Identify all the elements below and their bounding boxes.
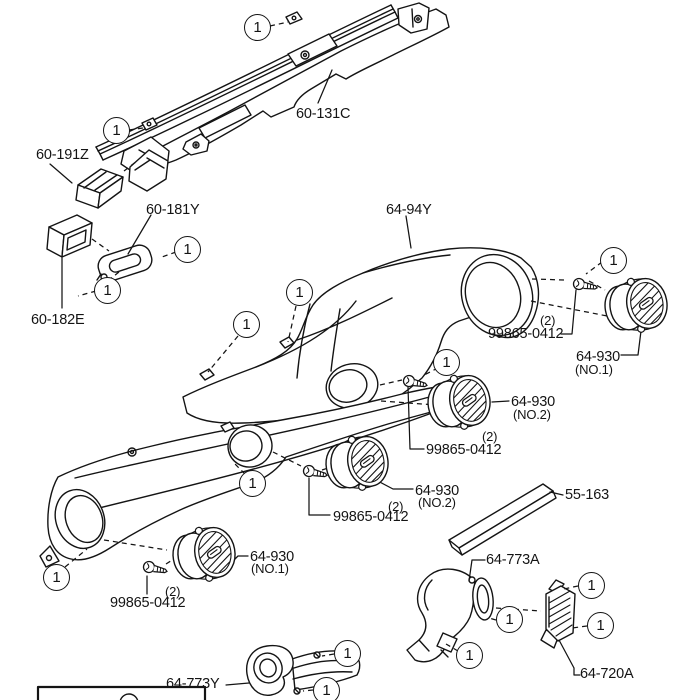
callout-number: 1 <box>596 617 605 634</box>
part-label-60-182e: 60-182E <box>31 312 85 328</box>
callout-number: 1 <box>112 122 121 139</box>
part-label-64-930-lower: 64-930 <box>415 483 459 499</box>
part-label-60-191z: 60-191Z <box>36 147 89 163</box>
screw-icon <box>301 463 329 481</box>
part-label-99865-0412-mid: 99865-0412 <box>426 442 502 458</box>
louver-vent-no2-upper <box>424 369 499 435</box>
louver-vent-no1-right <box>601 272 676 338</box>
qty-label: (2) <box>540 313 556 328</box>
fastener-callout: 1 <box>239 470 266 497</box>
fastener-callout: 1 <box>456 642 483 669</box>
side-demister-vent-60-182e <box>46 214 93 258</box>
joint-ring-60-181y <box>96 244 153 282</box>
part-label-99865-0412-bottom: 99865-0412 <box>110 595 186 611</box>
callout-number: 1 <box>248 475 257 492</box>
callout-number: 1 <box>465 647 474 664</box>
fastener-callout: 1 <box>587 612 614 639</box>
part-label-99865-0412-right: 99865-0412 <box>488 326 564 342</box>
part-label-64-930-upper: 64-930 <box>511 394 555 410</box>
rear-duct-64-773y <box>245 644 361 696</box>
fastener-callout: 1 <box>174 236 201 263</box>
part-label-64-773y: 64-773Y <box>166 676 220 692</box>
part-label-55-163: 55-163 <box>565 487 609 503</box>
part-label-60-181y: 60-181Y <box>146 202 200 218</box>
fastener-callout: 1 <box>600 247 627 274</box>
callout-number: 1 <box>322 682 331 699</box>
callout-number: 1 <box>505 611 514 628</box>
callout-number: 1 <box>442 354 451 371</box>
callout-number: 1 <box>253 19 262 36</box>
lower-vent-duct <box>39 382 477 568</box>
qty-label: (2) <box>388 499 404 514</box>
leader-lines <box>49 69 642 686</box>
variant-label-no1: (NO.1) <box>251 561 289 576</box>
callout-number: 1 <box>183 241 192 258</box>
fastener-callout: 1 <box>43 564 70 591</box>
louver-vent-no1-bottom <box>169 521 244 587</box>
rear-duct-64-773a <box>406 568 494 663</box>
callout-number: 1 <box>103 282 112 299</box>
fastener-callout: 1 <box>286 279 313 306</box>
fastener-callout: 1 <box>233 311 260 338</box>
variant-label-no2: (NO.2) <box>513 407 551 422</box>
variant-label-no2: (NO.2) <box>418 495 456 510</box>
fastener-callout: 1 <box>578 572 605 599</box>
part-label-64-773a: 64-773A <box>486 552 540 568</box>
callout-number: 1 <box>609 252 618 269</box>
callout-number: 1 <box>343 645 352 662</box>
callout-number: 1 <box>242 316 251 333</box>
qty-label: (2) <box>165 584 181 599</box>
side-vent-64-720a <box>540 579 576 649</box>
fastener-callout: 1 <box>433 349 460 376</box>
part-label-99865-0412-lower: 99865-0412 <box>333 509 409 525</box>
part-label-64-94y: 64-94Y <box>386 202 432 218</box>
part-label-60-131c: 60-131C <box>296 106 351 122</box>
fastener-callout: 1 <box>334 640 361 667</box>
trim-strip-55-163 <box>448 483 557 556</box>
qty-label: (2) <box>482 429 498 444</box>
screw-icon <box>141 559 169 577</box>
callout-number: 1 <box>587 577 596 594</box>
defroster-duct-60-131c <box>120 2 450 192</box>
fastener-callout: 1 <box>496 606 523 633</box>
callout-number: 1 <box>52 569 61 586</box>
part-label-64-930-right: 64-930 <box>576 349 620 365</box>
fastener-callout: 1 <box>244 14 271 41</box>
callout-number: 1 <box>295 284 304 301</box>
part-label-64-930-bottom: 64-930 <box>250 549 294 565</box>
part-label-64-720a: 64-720A <box>580 666 634 682</box>
variant-label-no1: (NO.1) <box>575 362 613 377</box>
legend-box <box>36 685 207 700</box>
upper-vent-duct-64-94y <box>182 247 540 424</box>
fastener-callout: 1 <box>103 117 130 144</box>
fastener-callout: 1 <box>94 277 121 304</box>
fastener-callout: 1 <box>313 677 340 700</box>
side-defroster-duct-60-191z <box>75 168 124 209</box>
